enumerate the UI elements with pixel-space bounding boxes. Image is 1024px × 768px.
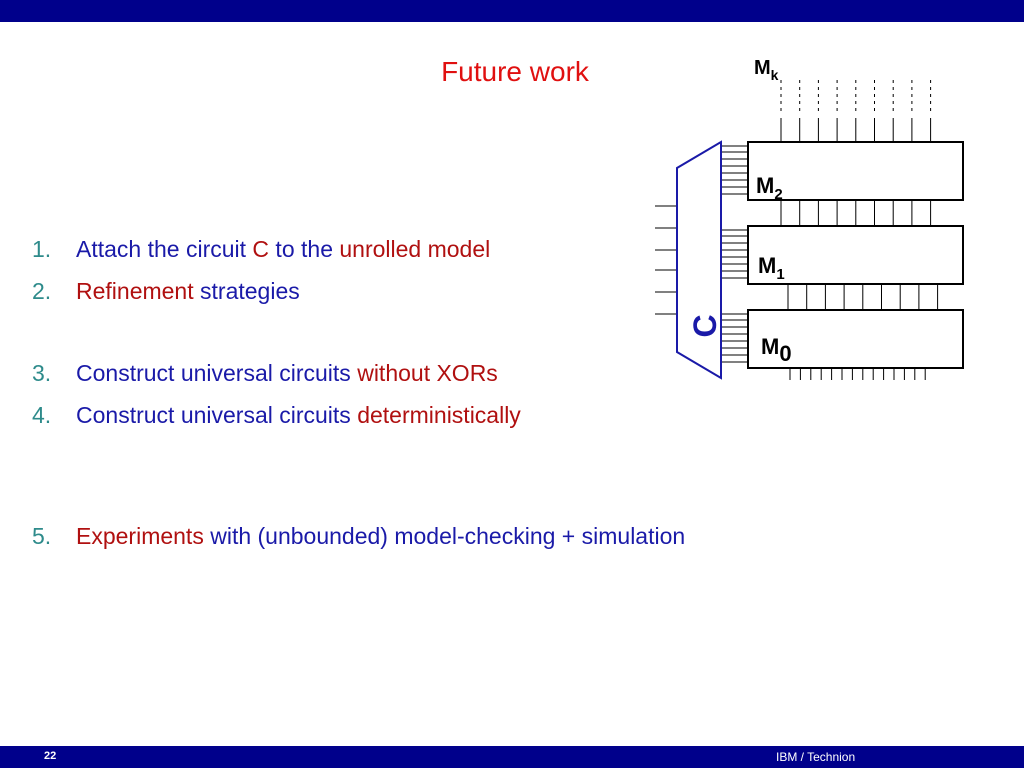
model-label-m0: M0 xyxy=(761,334,792,366)
bullet-number: 3. xyxy=(32,360,52,386)
bullet-text: to the xyxy=(269,236,340,262)
bullet-number: 5. xyxy=(32,523,52,549)
bullet-item-2: 2. Refinement strategies xyxy=(32,278,300,305)
model-label-m1: M1 xyxy=(758,253,785,283)
bullet-text: Construct universal circuits xyxy=(76,402,358,428)
bullet-text: unrolled model xyxy=(339,236,491,262)
bullet-text: strategies xyxy=(193,278,300,304)
bullet-text: Attach the circuit xyxy=(76,236,253,262)
model-label-m2: M2 xyxy=(756,173,783,203)
model-box-m1 xyxy=(747,225,964,285)
bullet-text: Refinement xyxy=(76,278,194,304)
diagram-wires xyxy=(655,80,939,380)
bottom-bar: 22 IBM / Technion xyxy=(0,746,1024,768)
bullet-text: C xyxy=(252,236,270,262)
bullet-text: Experiments xyxy=(76,523,204,549)
bullet-number: 1. xyxy=(32,236,52,262)
slide-title: Future work xyxy=(441,56,589,87)
bullet-number: 2. xyxy=(32,278,52,304)
bullet-item-1: 1. Attach the circuit C to the unrolled m… xyxy=(32,236,490,263)
bullet-number: 4. xyxy=(32,402,52,428)
top-bar xyxy=(0,0,1024,22)
model-label-mk: Mk xyxy=(754,57,779,83)
circuit-c-shape xyxy=(676,140,722,380)
bullet-item-3: 3. Construct universal circuits without X… xyxy=(32,360,498,387)
bullet-item-4: 4. Construct universal circuits determini… xyxy=(32,402,521,429)
slide-number: 22 xyxy=(44,750,57,762)
bullet-text: without XORs xyxy=(357,360,498,386)
model-box-m2 xyxy=(747,141,964,201)
bullet-text: with (unbounded) model-checking + simula… xyxy=(203,523,686,549)
circuit-c-label: C xyxy=(687,314,723,337)
model-box-m0 xyxy=(747,309,964,369)
bullet-item-5: 5. Experiments with (unbounded) model-che… xyxy=(32,523,685,550)
footer-organization: IBM / Technion xyxy=(776,750,856,764)
bullet-text: deterministically xyxy=(357,402,521,428)
bullet-text: Construct universal circuits xyxy=(76,360,358,386)
